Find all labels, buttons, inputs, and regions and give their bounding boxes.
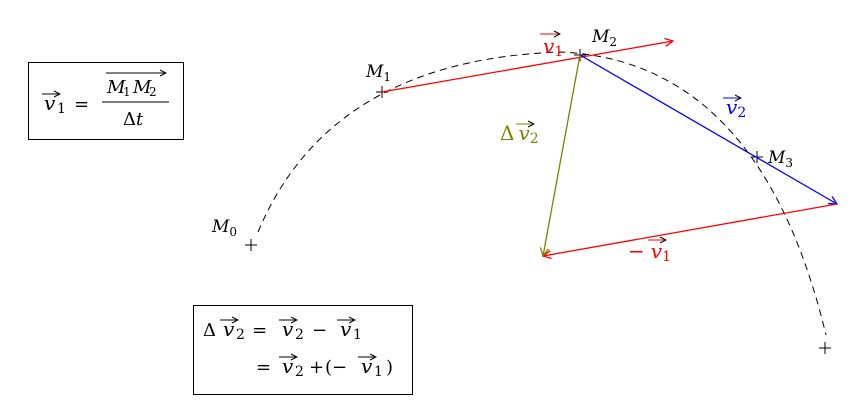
- svg-text:v1: v1: [543, 34, 563, 60]
- svg-text:): ): [386, 357, 393, 378]
- formula1-lhs: v 1: [42, 91, 66, 117]
- svg-text:M: M: [106, 77, 126, 98]
- label-minus-v1: −v1: [628, 239, 671, 265]
- vector-v2-arrow: [579, 54, 837, 204]
- svg-text:Δ: Δ: [203, 320, 216, 341]
- svg-text:+: +: [309, 357, 324, 378]
- svg-text:−v1: −v1: [628, 239, 671, 265]
- label-m0: M0: [211, 217, 237, 239]
- label-v1: v1: [540, 34, 563, 60]
- vector-v1-arrow: [381, 41, 673, 93]
- svg-text:v: v: [282, 317, 294, 341]
- formula2-line1: Δ v 2 = v 2 − v 1: [203, 317, 362, 343]
- formula-box-velocity: v 1 = M 1 M 2 Δt: [28, 62, 184, 140]
- point-marker-m4: [819, 342, 831, 354]
- svg-text:v: v: [44, 91, 56, 115]
- formula1-numerator: M 1 M 2: [106, 73, 166, 99]
- svg-text:1: 1: [374, 364, 383, 380]
- svg-text:2: 2: [149, 85, 157, 99]
- svg-text:M: M: [132, 77, 152, 98]
- svg-text:2: 2: [295, 364, 304, 380]
- label-v2: v2: [723, 95, 746, 121]
- svg-text:v: v: [340, 317, 352, 341]
- svg-text:=: =: [256, 357, 271, 378]
- svg-text:2: 2: [236, 327, 245, 343]
- vector-delta-v2-arrow: [543, 54, 581, 256]
- svg-text:1: 1: [353, 327, 362, 343]
- formula1-denominator: Δt: [123, 109, 144, 130]
- trajectory-curve: [257, 51, 827, 336]
- svg-text:1: 1: [123, 85, 131, 99]
- svg-text:v: v: [361, 354, 373, 378]
- svg-text:v: v: [282, 354, 294, 378]
- formula1-equals: =: [74, 94, 89, 115]
- svg-text:v: v: [223, 317, 235, 341]
- formula2-line2: = v 2 + (− v 1 ): [256, 354, 393, 380]
- formula-box-delta: Δ v 2 = v 2 − v 1 = v 2 + (−: [193, 305, 413, 395]
- svg-text:(−: (−: [325, 357, 347, 378]
- label-m1: M1: [365, 62, 391, 84]
- svg-text:2: 2: [295, 327, 304, 343]
- vector-minus-v1-arrow: [543, 203, 838, 256]
- svg-text:=: =: [252, 320, 267, 341]
- label-m3: M3: [767, 148, 793, 170]
- point-marker-m0: [245, 239, 257, 251]
- svg-text:−: −: [312, 320, 327, 341]
- svg-text:v2: v2: [726, 95, 746, 121]
- svg-text:Δv2: Δv2: [500, 121, 539, 147]
- svg-text:1: 1: [57, 101, 66, 117]
- label-m2: M2: [591, 27, 617, 49]
